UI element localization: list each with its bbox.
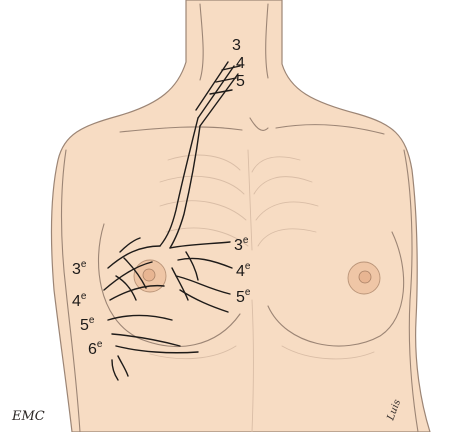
label-cervical-5: 5	[236, 73, 245, 90]
label-cervical-4: 4	[236, 55, 245, 72]
nipple-left	[359, 271, 371, 283]
label-cervical-3: 3	[232, 37, 241, 54]
emc-logo: EMC	[11, 409, 45, 424]
nipple-right	[143, 269, 155, 281]
